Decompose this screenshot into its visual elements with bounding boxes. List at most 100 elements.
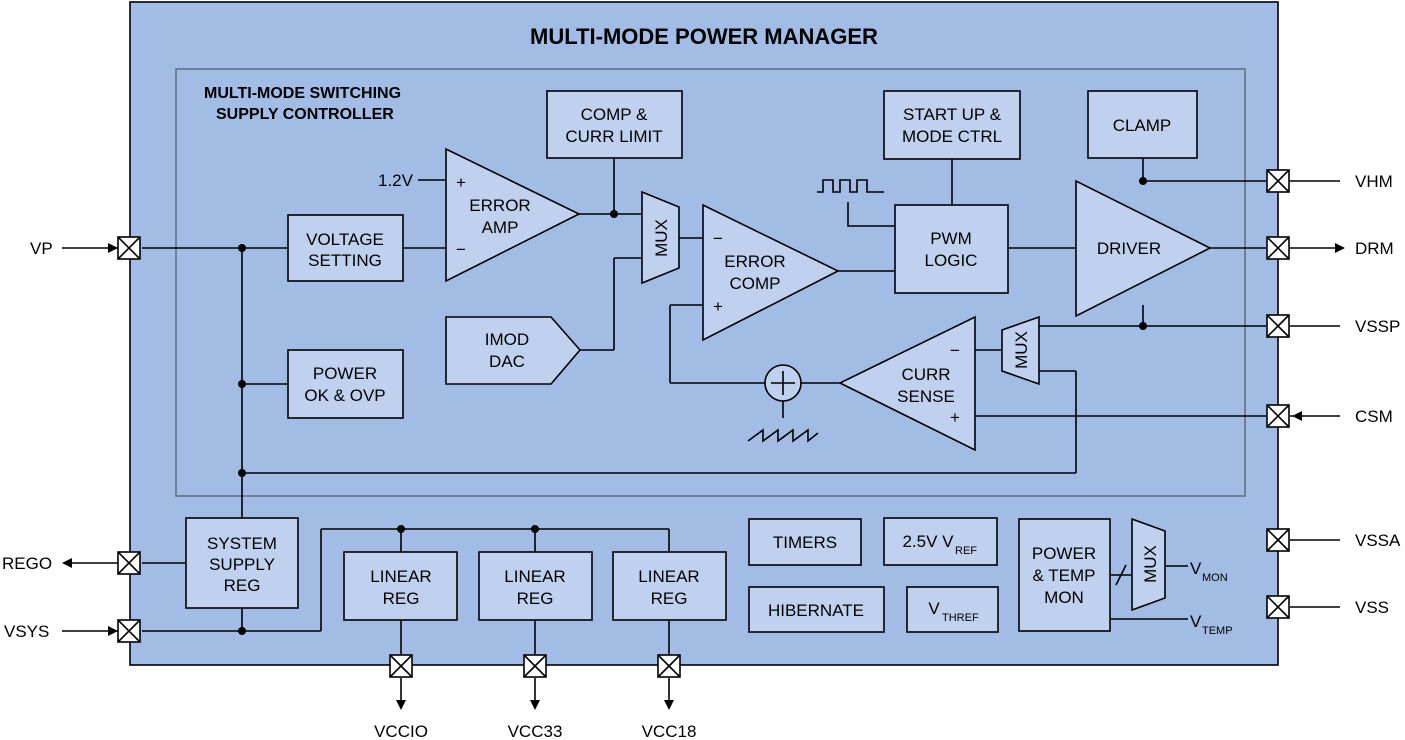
svg-text:THREF: THREF [942,612,979,624]
svg-text:SUPPLY: SUPPLY [209,555,275,574]
summing-junction [764,364,802,402]
mon-labels: V MON V TEMP [1190,559,1233,637]
pwm-logic-block: PWM LOGIC [894,204,1009,294]
vthref-block: V THREF [906,586,999,633]
pin-label-vsys: VSYS [4,622,49,641]
driver-amp: DRIVER [1075,179,1212,318]
comp-curr-limit-block: COMP & CURR LIMIT [546,90,683,159]
svg-text:−: − [950,341,960,360]
curr-sense-amp: − + CURR SENSE [838,315,976,452]
pin-vsys [117,619,141,643]
pin-label-vssp: VSSP [1355,317,1400,336]
svg-text:V: V [1190,612,1202,631]
pin-label-vhm: VHM [1355,172,1393,191]
input-mux: MUX [641,190,680,285]
pin-label-drm: DRM [1355,239,1394,258]
svg-text:PWM: PWM [930,229,972,248]
linear-reg-vccio-block: LINEAR REG [343,551,458,621]
voltage-setting-block: VOLTAGE SETTING [287,214,404,282]
junctions [238,177,1147,635]
pin-drm [1266,236,1290,260]
svg-text:LINEAR: LINEAR [638,567,699,586]
svg-text:DAC: DAC [489,352,525,371]
svg-text:REG: REG [517,589,554,608]
svg-text:SETTING: SETTING [308,251,382,270]
power-ok-ovp-block: POWER OK & OVP [287,349,404,419]
svg-text:REG: REG [224,576,261,595]
svg-text:LINEAR: LINEAR [504,567,565,586]
svg-text:TIMERS: TIMERS [773,533,837,552]
error-comp: − + ERROR COMP [702,203,840,342]
pin-vp [117,236,141,260]
linear-reg-vcc33-block: LINEAR REG [478,551,593,621]
svg-text:HIBERNATE: HIBERNATE [768,601,864,620]
svg-text:CURR LIMIT: CURR LIMIT [565,127,662,146]
ref-1v2-label: 1.2V [378,171,414,190]
svg-text:CLAMP: CLAMP [1113,116,1172,135]
svg-text:VOLTAGE: VOLTAGE [306,230,384,249]
hibernate-block: HIBERNATE [748,586,885,633]
svg-text:V: V [1190,559,1202,578]
svg-text:REG: REG [651,589,688,608]
svg-text:MUX: MUX [1012,331,1031,369]
svg-text:IMOD: IMOD [485,330,529,349]
svg-text:+: + [713,297,723,316]
svg-text:LINEAR: LINEAR [370,567,431,586]
svg-text:START UP &: START UP & [903,105,1002,124]
chip-title: MULTI-MODE POWER MANAGER [530,24,878,49]
svg-text:+: + [950,408,960,427]
sense-mux: MUX [1001,315,1040,386]
svg-text:MON: MON [1202,572,1228,584]
pin-vcc33 [523,654,547,678]
svg-text:COMP &: COMP & [581,105,648,124]
pin-label-rego: REGO [2,554,52,573]
startup-mode-ctrl-block: START UP & MODE CTRL [883,90,1021,160]
pin-vcc18 [657,654,681,678]
svg-text:DRIVER: DRIVER [1097,239,1161,258]
pin-label-vccio: VCCIO [374,722,428,740]
svg-text:ERROR: ERROR [724,252,785,271]
pin-vss [1266,595,1290,619]
mon-mux: MUX [1131,517,1166,612]
power-temp-mon-block: POWER & TEMP MON [1018,518,1111,632]
system-supply-reg-block: SYSTEM SUPPLY REG [185,517,299,609]
pin-vssp [1266,314,1290,338]
svg-text:LOGIC: LOGIC [925,251,978,270]
svg-text:CURR: CURR [901,365,950,384]
pin-rego [117,551,141,575]
svg-text:−: − [713,229,723,248]
pin-label-vcc18: VCC18 [642,722,697,740]
svg-text:TEMP: TEMP [1202,625,1233,637]
clamp-block: CLAMP [1087,90,1198,159]
svg-text:REG: REG [383,589,420,608]
svg-text:MUX: MUX [1141,545,1160,583]
pin-labels: VP REGO VSYS VHM DRM VSSP CSM VSSA VSS V… [2,172,1401,740]
svg-text:MUX: MUX [652,219,671,257]
svg-text:MODE CTRL: MODE CTRL [902,127,1002,146]
svg-text:V: V [928,599,940,618]
svg-text:+: + [456,173,466,192]
svg-text:AMP: AMP [482,218,519,237]
pin-label-vssa: VSSA [1355,531,1401,550]
switching-controller-title: MULTI-MODE SWITCHING SUPPLY CONTROLLER [204,85,405,123]
timers-block: TIMERS [748,518,862,566]
svg-text:MON: MON [1044,588,1084,607]
pin-label-csm: CSM [1355,407,1393,426]
svg-text:POWER: POWER [313,364,377,383]
svg-text:−: − [456,240,466,259]
pin-vccio [389,654,413,678]
pin-csm [1266,404,1290,428]
imod-dac-block: IMOD DAC [445,316,582,385]
pin-label-vp: VP [30,239,53,258]
svg-text:2.5V V: 2.5V V [902,532,954,551]
linear-reg-vcc18-block: LINEAR REG [612,551,727,621]
svg-text:SENSE: SENSE [897,387,955,406]
vref-block: 2.5V V REF [883,517,998,566]
pin-vhm [1266,169,1290,193]
svg-text:& TEMP: & TEMP [1033,566,1096,585]
svg-text:OK & OVP: OK & OVP [304,386,385,405]
svg-text:COMP: COMP [730,274,781,293]
svg-text:REF: REF [955,545,977,557]
svg-text:ERROR: ERROR [469,196,530,215]
